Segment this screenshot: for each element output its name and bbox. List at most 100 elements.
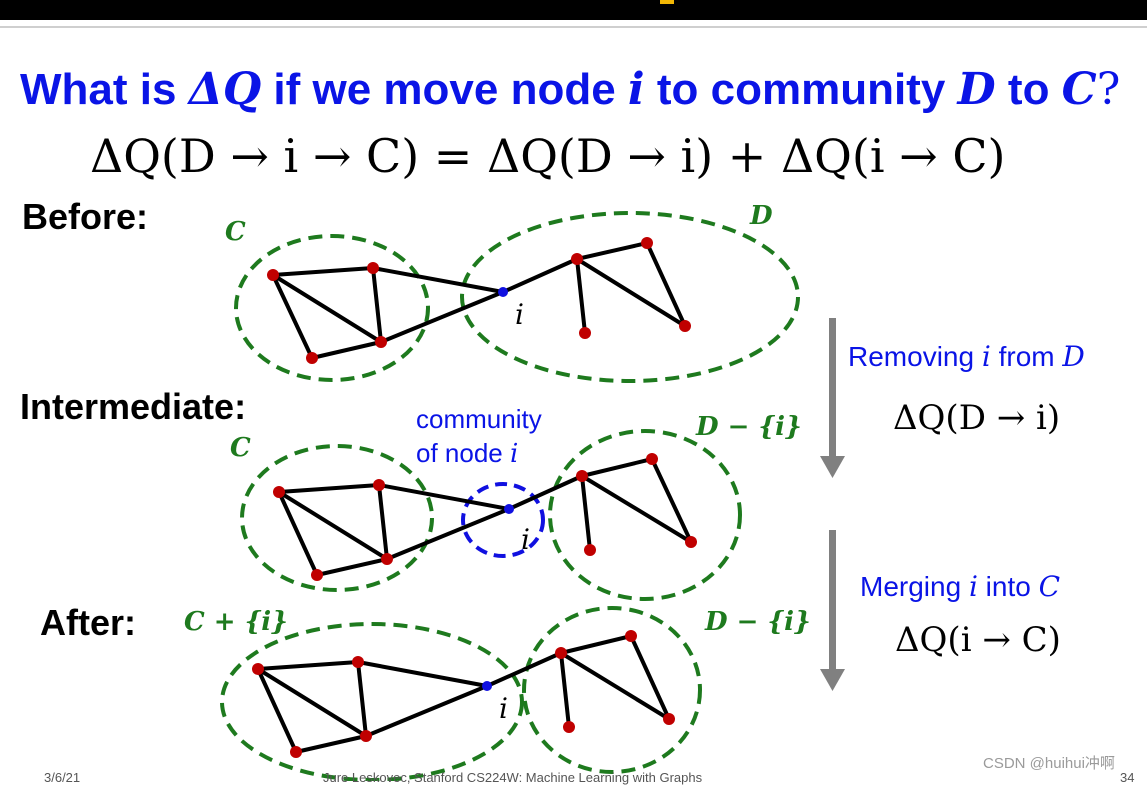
edge [356, 660, 368, 738]
removing-text: Removing [848, 341, 982, 372]
graph-node [273, 486, 285, 498]
graph-node [663, 713, 675, 725]
graph-node [360, 730, 372, 742]
edge [377, 483, 389, 561]
inter-node-community-outline [461, 482, 545, 558]
slide-top-rule [0, 26, 1147, 28]
community-of-node-line2: of node i [416, 436, 542, 471]
edge [501, 257, 579, 294]
title-text: to [995, 65, 1062, 114]
title-question-mark: ? [1096, 64, 1121, 115]
graph-node [555, 647, 567, 659]
edge [271, 273, 314, 360]
title-delta-q: ΔQ [188, 64, 262, 115]
graph-node [584, 544, 596, 556]
edge [294, 734, 368, 754]
edge [271, 273, 383, 344]
edge [271, 266, 375, 277]
edge [256, 667, 368, 738]
footer-course: Jure Leskovec, Stanford CS224W: Machine … [323, 770, 703, 785]
graph-node [367, 262, 379, 274]
graph-node [679, 320, 691, 332]
edge [507, 474, 584, 511]
edge [650, 457, 693, 544]
merging-arrow-head [820, 669, 845, 691]
edge [356, 660, 489, 688]
title-community-d: D [957, 64, 996, 115]
edge [575, 241, 649, 261]
removing-text: from [990, 341, 1063, 372]
after-community-c-label: C + {i} [184, 607, 288, 637]
graph-node [311, 569, 323, 581]
merging-step-label: Merging i into C [860, 570, 1060, 603]
title-community-c: C [1061, 64, 1097, 115]
community-of-node-text: of node [416, 438, 510, 468]
graph-node [685, 536, 697, 548]
title-text: if we move node [261, 65, 628, 114]
node-i-label-before: i [515, 298, 524, 331]
inter-community-c-outline [240, 444, 434, 592]
merging-i: i [968, 570, 978, 603]
edge [580, 474, 592, 552]
watermark: CSDN @huihui冲啊 [983, 755, 1115, 772]
graph-node [252, 663, 264, 675]
edge [645, 241, 687, 328]
removing-d: D [1062, 340, 1085, 373]
removing-arrow-head [820, 456, 845, 478]
graph-node [563, 721, 575, 733]
stage-intermediate-label: Intermediate: [20, 386, 247, 427]
title-node-i: i [627, 64, 645, 115]
before-community-d-outline [460, 211, 800, 383]
merging-text: Merging [860, 571, 969, 602]
after-community-c-outline [220, 622, 524, 781]
merging-formula: ΔQ(i → C) [895, 620, 1061, 660]
footer-date: 3/6/21 [44, 770, 81, 785]
edge [364, 684, 489, 738]
removing-step-label: Removing i from D [848, 340, 1085, 373]
main-formula: ΔQ(D → i → C) = ΔQ(D → i) + ΔQ(i → C) [90, 129, 1006, 183]
edge [315, 557, 389, 577]
edge [277, 490, 319, 577]
removing-formula: ΔQ(D → i) [893, 398, 1061, 438]
graph-node [625, 630, 637, 642]
before-community-d-label: D [749, 201, 773, 231]
before-community-c-outline [234, 234, 430, 382]
edge [559, 634, 633, 655]
slide-title: What is ΔQ if we move node i to communit… [20, 62, 1130, 118]
stage-after-label: After: [40, 602, 136, 643]
community-of-node-label: community of node i [416, 402, 542, 471]
edge [559, 651, 571, 729]
merging-text: into [977, 571, 1039, 602]
node-i-after [482, 681, 492, 691]
graph-node [375, 336, 387, 348]
title-text: to community [644, 65, 958, 114]
edge [629, 634, 671, 721]
edge [580, 474, 693, 544]
removing-arrow-shaft [829, 318, 836, 458]
community-of-node-i: i [509, 439, 519, 469]
graph-node [571, 253, 583, 265]
graph-node [646, 453, 658, 465]
edge [559, 651, 671, 721]
edge [310, 340, 383, 360]
edge [377, 483, 511, 511]
edge [575, 257, 687, 328]
merging-arrow-shaft [829, 530, 836, 672]
node-i-before [498, 287, 508, 297]
graph-node [352, 656, 364, 668]
removing-i: i [981, 340, 991, 373]
inter-community-d-label: D − {i} [695, 412, 802, 442]
after-community-d-label: D − {i} [704, 607, 811, 637]
graph-node [373, 479, 385, 491]
graph-node [306, 352, 318, 364]
graph-node [576, 470, 588, 482]
title-text: What is [20, 65, 189, 114]
inter-community-c-label: C [230, 433, 251, 463]
edge [371, 266, 505, 294]
graph-node [290, 746, 302, 758]
footer-page-number: 34 [1120, 770, 1135, 785]
stage-before-label: Before: [22, 196, 149, 237]
node-i-label-after: i [499, 692, 508, 725]
graph-node [641, 237, 653, 249]
edge [256, 660, 360, 671]
